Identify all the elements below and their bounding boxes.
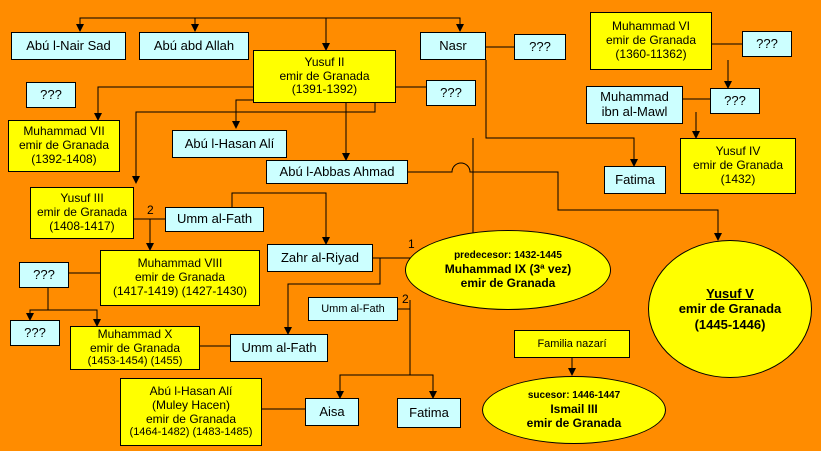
node-unknown: ???	[19, 262, 69, 288]
node-aisa: Aisa	[305, 398, 359, 426]
node-unknown: ???	[710, 88, 760, 114]
node-label: Abú abd Allah	[153, 37, 235, 53]
node-muhammad-ibn-al-mawl: Muhammad ibn al-Mawl	[586, 86, 683, 124]
node-years: (1464-1482) (1483-1485)	[129, 426, 253, 439]
node-zahr-al-riyad: Zahr al-Riyad	[267, 244, 373, 272]
node-muhammad-viii: Muhammad VIII emir de Granada (1417-1419…	[100, 250, 260, 306]
node-years: (1417-1419) (1427-1430)	[112, 283, 248, 298]
marriage-number-1: 1	[408, 237, 415, 251]
node-name-2: ibn al-Mawl	[601, 104, 668, 119]
node-name: Muhammad	[600, 89, 669, 105]
node-umm-al-fath-2: Umm al-Fath	[308, 297, 398, 321]
node-label: Abú l-Hasan Alí	[184, 135, 275, 151]
marriage-number-2: 2	[402, 292, 409, 306]
node-years: (1391-1392)	[291, 82, 358, 97]
node-name: Muhammad IX (3ª vez)	[444, 261, 572, 276]
node-title: emir de Granada	[36, 205, 128, 220]
node-years: (1392-1408)	[31, 151, 97, 166]
node-abu-l-abbas-ahmad: Abú l-Abbas Ahmad	[266, 160, 408, 184]
node-label: Umm al-Fath	[176, 211, 253, 227]
node-title: emir de Granada	[678, 301, 782, 317]
node-label: ???	[756, 35, 778, 51]
node-yusuf-v: Yusuf V emir de Granada (1445-1446)	[648, 240, 812, 378]
node-fatima-top: Fatima	[604, 166, 666, 194]
node-unknown: ???	[742, 31, 792, 57]
node-name: Muhammad VI	[611, 19, 691, 34]
node-muley-hacen: Abú l-Hasan Alí (Muley Hacen) emir de Gr…	[120, 378, 262, 446]
node-title: emir de Granada	[134, 270, 226, 285]
node-label: Umm al-Fath	[241, 339, 317, 355]
node-label: Aisa	[319, 403, 345, 419]
node-unknown: ???	[26, 82, 76, 108]
node-name: Yusuf III	[60, 191, 104, 206]
node-label: ???	[724, 92, 746, 108]
node-name: Abú l-Hasan Alí	[149, 383, 233, 398]
node-title: emir de Granada	[460, 276, 556, 290]
node-name: Ismail III	[550, 401, 598, 416]
node-name: Muhammad VIII	[137, 256, 223, 271]
node-abu-l-hasan-ali: Abú l-Hasan Alí	[172, 130, 287, 158]
node-title: emir de Granada	[526, 416, 622, 430]
node-years: (1360-11362)	[615, 46, 687, 61]
node-label: ???	[24, 324, 46, 340]
node-title: emir de Granada	[89, 340, 181, 355]
node-label: Umm al-Fath	[321, 302, 385, 315]
node-label: Familia nazarí	[537, 337, 607, 350]
node-umm-al-fath-1: Umm al-Fath	[165, 207, 264, 232]
node-label: ???	[440, 84, 462, 100]
node-title: emir de Granada	[605, 33, 697, 48]
node-muhammad-vii: Muhammad VII emir de Granada (1392-1408)	[8, 120, 120, 172]
node-label: Fatima	[409, 404, 449, 420]
node-title: emir de Granada	[18, 138, 110, 153]
node-alias: (Muley Hacen)	[151, 397, 231, 412]
node-label: ???	[33, 266, 55, 282]
node-years: (1432)	[720, 171, 756, 186]
node-label: ???	[529, 38, 551, 54]
node-label: Fatima	[615, 171, 655, 187]
node-muhammad-x: Muhammad X emir de Granada (1453-1454) (…	[70, 326, 200, 370]
node-yusuf-iii: Yusuf III emir de Granada (1408-1417)	[30, 187, 134, 239]
svg-text:2: 2	[147, 203, 154, 217]
node-label: Nasr	[439, 37, 467, 53]
node-yusuf-iv: Yusuf IV emir de Granada (1432)	[680, 138, 796, 194]
node-title: emir de Granada	[692, 158, 784, 173]
node-unknown: ???	[514, 34, 566, 60]
node-years: (1408-1417)	[49, 218, 115, 233]
node-label: Abú l-Nair Sad	[26, 37, 111, 53]
node-label: Zahr al-Riyad	[280, 249, 360, 265]
node-successor: sucesor: 1446-1447	[527, 389, 621, 401]
node-abu-abd-allah: Abú abd Allah	[139, 32, 249, 60]
node-label: Abú l-Abbas Ahmad	[279, 163, 395, 179]
node-predecessor: predecesor: 1432-1445	[454, 249, 562, 261]
node-label: ???	[40, 86, 62, 102]
node-fatima-bottom: Fatima	[397, 398, 461, 428]
node-title: emir de Granada	[145, 411, 237, 426]
node-years: (1453-1454) (1455)	[87, 355, 183, 368]
node-years: (1445-1446)	[694, 316, 766, 332]
node-umm-al-fath-3: Umm al-Fath	[230, 334, 328, 362]
node-familia-nazari: Familia nazarí	[514, 330, 630, 358]
node-yusuf-ii: Yusuf II emir de Granada (1391-1392)	[253, 50, 396, 103]
node-muhammad-ix: predecesor: 1432-1445 Muhammad IX (3ª ve…	[405, 230, 611, 310]
node-ismail-iii: sucesor: 1446-1447 Ismail III emir de Gr…	[482, 376, 666, 444]
node-name: Muhammad VII	[23, 124, 105, 139]
node-name: Yusuf IV	[715, 144, 761, 159]
node-nasr: Nasr	[420, 32, 486, 60]
node-title: emir de Granada	[279, 68, 370, 83]
node-muhammad-vi: Muhammad VI emir de Granada (1360-11362)	[590, 12, 712, 70]
node-unknown: ???	[10, 320, 60, 346]
node-name: Yusuf II	[304, 54, 345, 69]
node-unknown: ???	[426, 80, 476, 106]
node-abu-nair-sad: Abú l-Nair Sad	[11, 32, 126, 60]
node-name: Muhammad X	[97, 326, 173, 341]
node-name: Yusuf V	[706, 285, 754, 301]
